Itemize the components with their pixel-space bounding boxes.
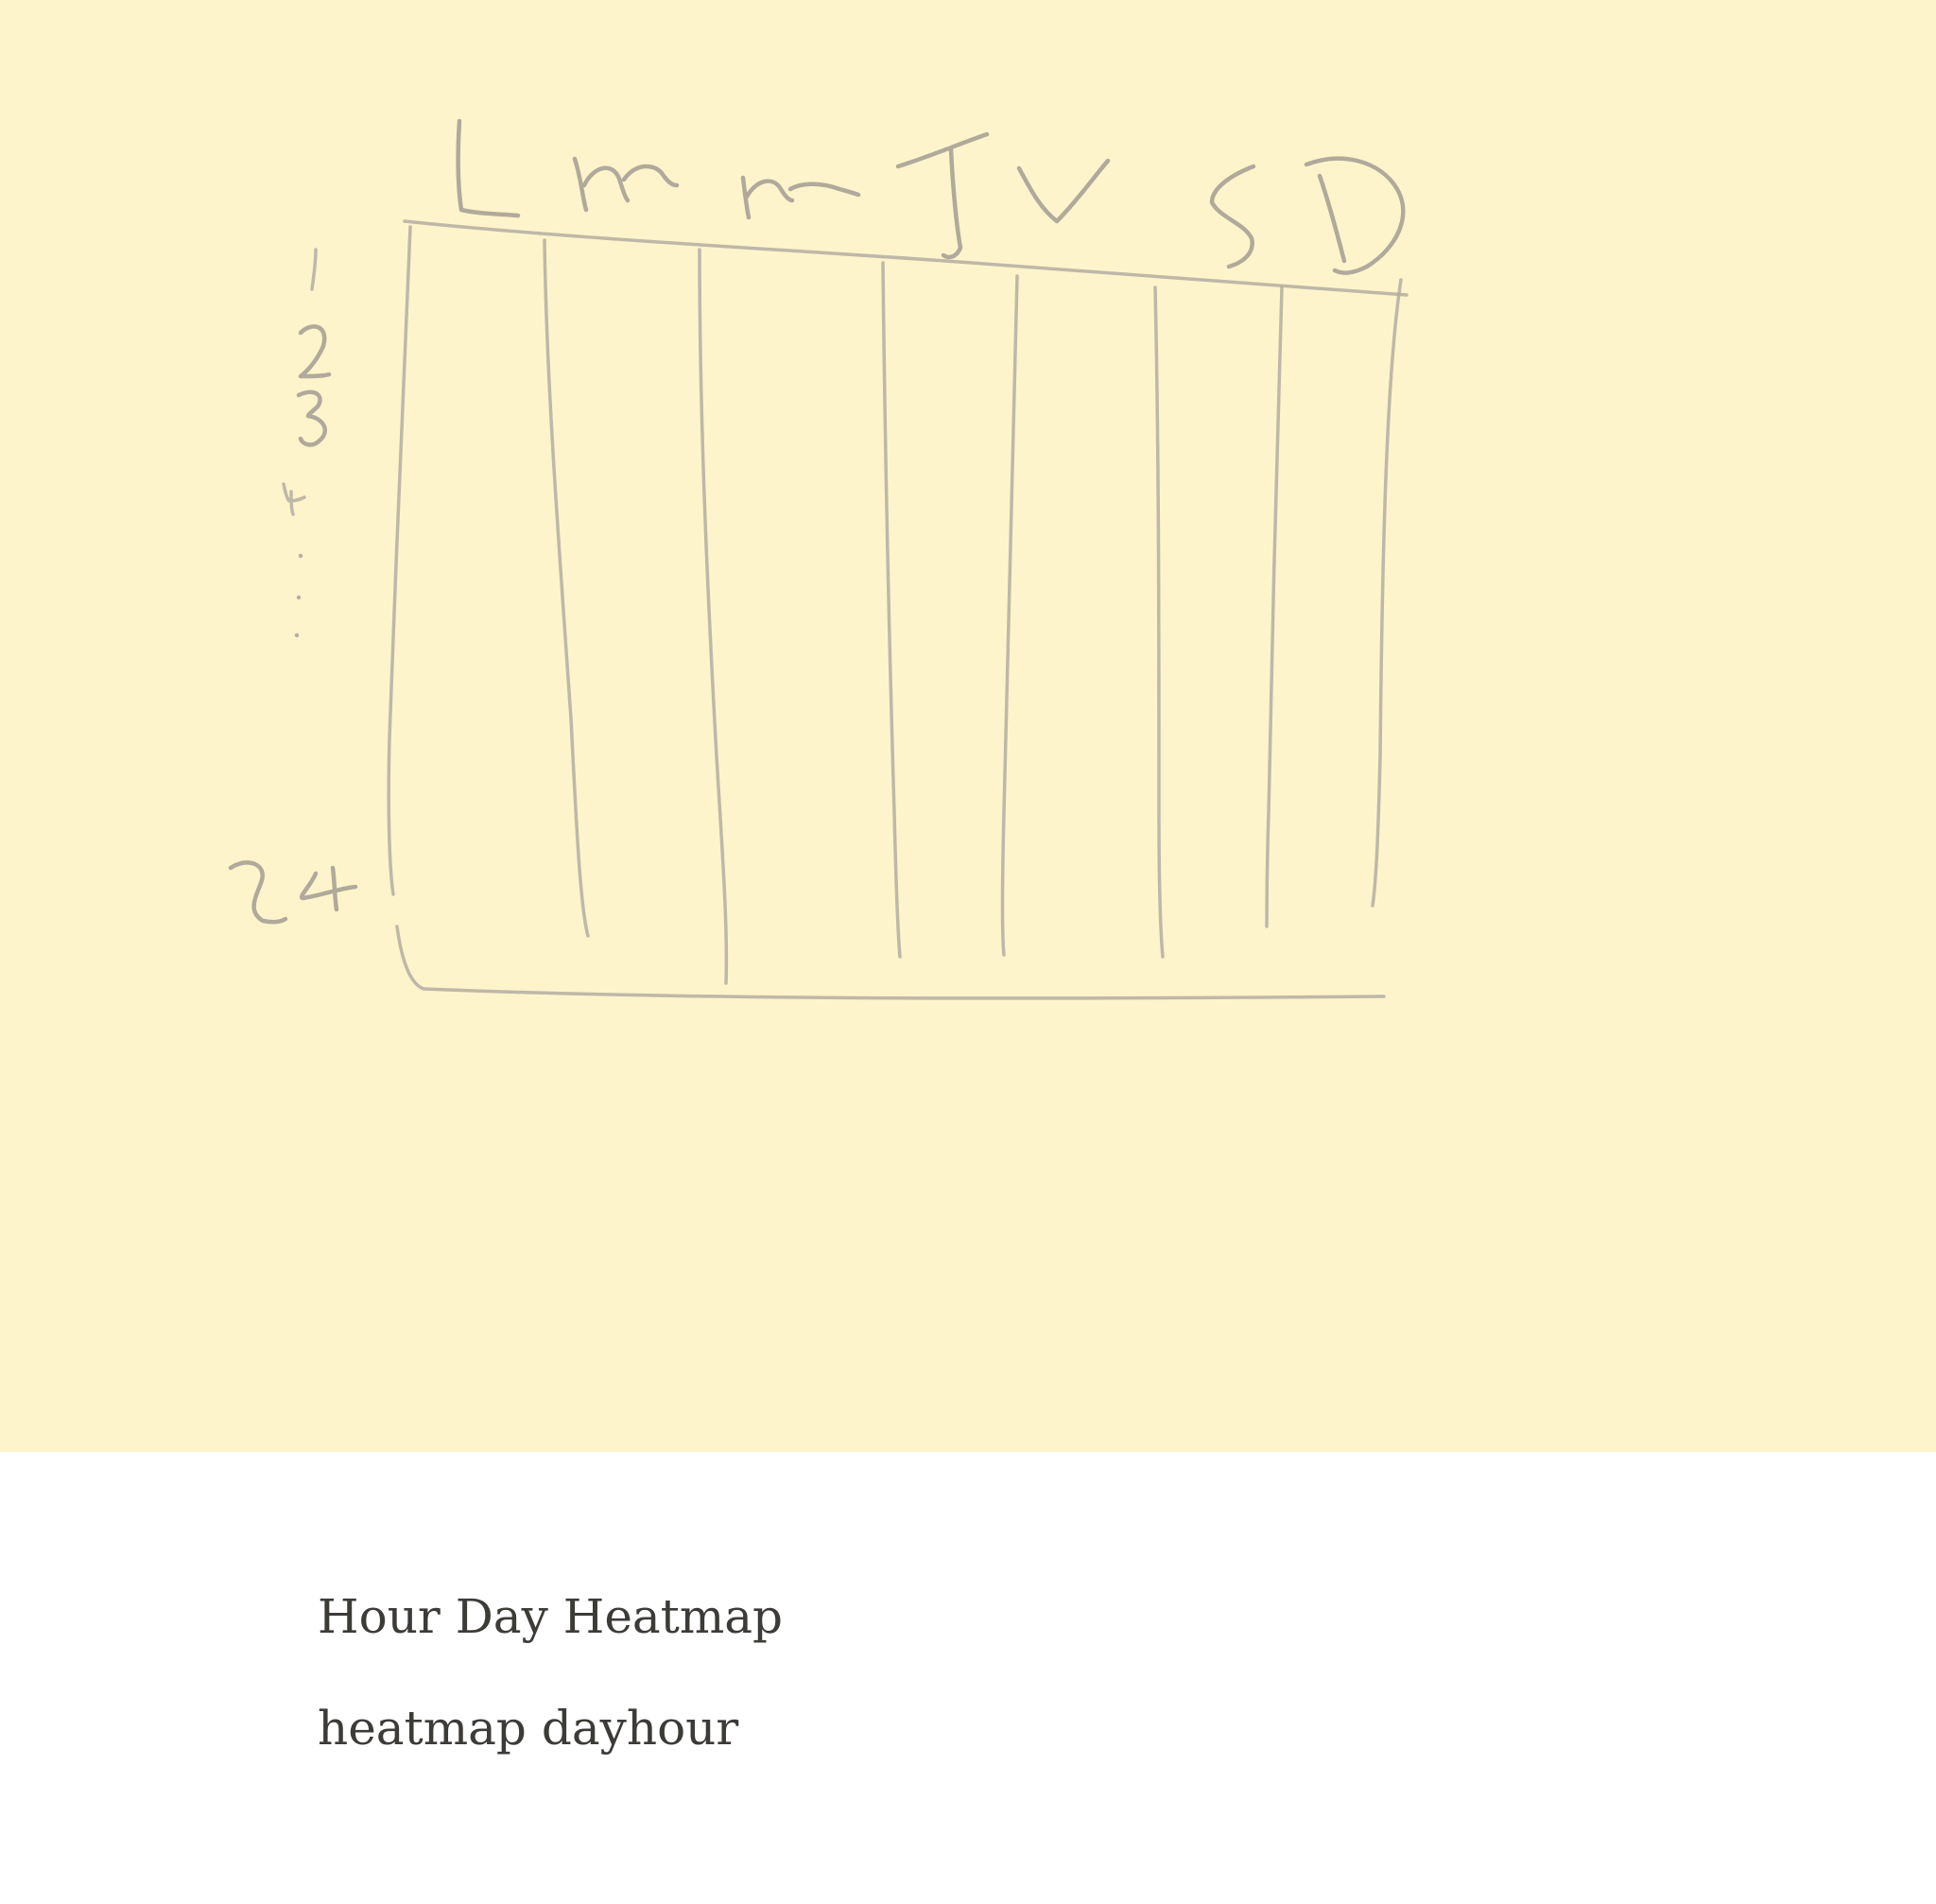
grid-frame <box>387 219 1409 1000</box>
row-label-3 <box>296 389 327 447</box>
grid-bottom-border <box>395 925 1386 1000</box>
column-label-d <box>1304 156 1406 275</box>
row-label-2 <box>298 324 332 379</box>
column-label-j <box>895 131 990 260</box>
pencil-sketch-heatmap-wireframe <box>228 118 1409 1000</box>
column-label-l <box>456 118 521 218</box>
column-divider-6 <box>1265 286 1284 928</box>
row-label-4 <box>282 482 306 516</box>
column-labels <box>456 118 1406 275</box>
sketch-canvas <box>0 0 1936 1452</box>
column-label-m-1 <box>572 156 680 213</box>
column-divider-4 <box>1000 274 1019 957</box>
column-label-v <box>1016 158 1111 224</box>
grid-right-border <box>1371 278 1403 908</box>
ellipsis-dot-1 <box>298 553 303 559</box>
caption-block: Hour Day Heatmap heatmap dayhour <box>318 1588 1830 1757</box>
column-divider-5 <box>1153 286 1165 959</box>
column-label-s <box>1209 164 1256 269</box>
page-title: Hour Day Heatmap <box>318 1589 784 1644</box>
grid-left-border <box>387 225 412 896</box>
ellipsis-dot-2 <box>296 595 302 600</box>
column-dividers <box>543 238 1284 985</box>
row-label-1 <box>310 248 318 291</box>
grid-top-border <box>403 219 1409 297</box>
column-divider-2 <box>698 248 729 985</box>
tags-line: heatmap dayhour <box>318 1701 739 1756</box>
column-divider-1 <box>543 238 590 938</box>
row-labels <box>228 248 358 925</box>
column-divider-3 <box>881 261 902 959</box>
row-label-24 <box>228 860 358 925</box>
ellipsis-dot-3 <box>294 632 300 638</box>
column-label-m-2 <box>740 175 861 220</box>
